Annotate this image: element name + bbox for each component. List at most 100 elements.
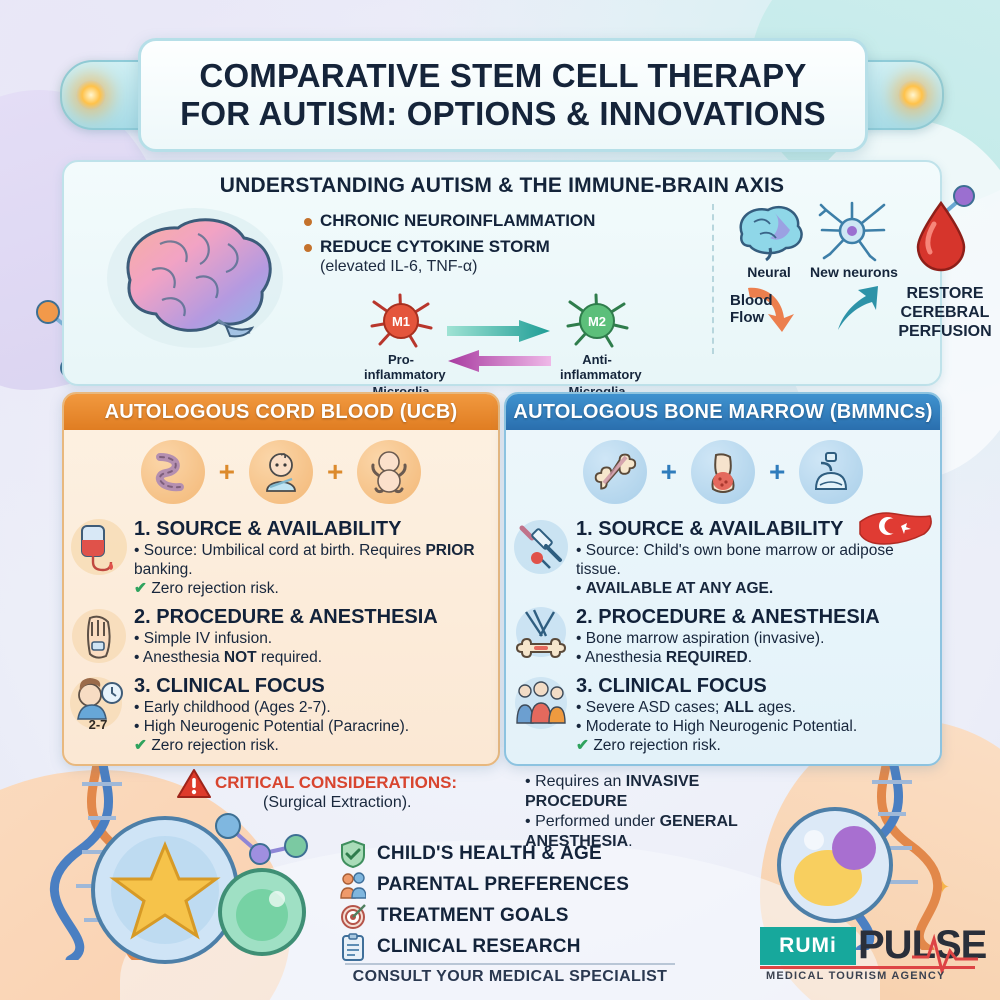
target-icon [341,903,366,929]
glow-dot-icon [76,80,106,110]
turkey-flag-icon [859,512,932,545]
bmmnc-section-3-line-1: • Severe ASD cases; ALL ages. [576,699,796,716]
ucb-section-3-line-2: • High Neurogenic Potential (Paracrine). [134,718,410,735]
warning-triangle-icon [177,769,211,798]
microglia-m2: M2 Anti-inflammatory Microglia [560,292,642,399]
svg-text:M1: M1 [392,314,410,329]
footer-divider [345,963,675,965]
immune-bullets: CHRONIC NEUROINFLAMMATION REDUCE CYTOKIN… [304,210,634,280]
arrow-left-icon [448,349,551,372]
bullet-item: REDUCE CYTOKINE STORM (elevated IL-6, TN… [304,236,634,276]
column-header-ucb: AUTOLOGOUS CORD BLOOD (UCB) [64,394,498,430]
neural-label: Neural [747,264,791,280]
ucb-section-1-line-1: • Source: Umbilical cord at birth. Requi… [134,542,475,578]
plus-icon: + [327,456,344,487]
page-title-line1: COMPARATIVE STEM CELL THERAPY [199,57,807,94]
page-title-line2: FOR AUTISM: OPTIONS & INNOVATIONS [180,95,826,132]
microglia-m1-icon: M1 [370,293,433,348]
neural-brain-icon [739,205,803,262]
logo-mark-text: RUMi [779,934,837,957]
check-icon: ✔ [134,737,147,754]
title-card: COMPARATIVE STEM CELL THERAPY FOR AUTISM… [138,38,868,152]
regeneration-group: Neural New neurons Blood [724,200,1000,370]
factor-label: CHILD'S HEALTH & AGE [377,842,602,864]
bullet-dot-icon [304,218,312,226]
blood-flow-up-arrow-icon [838,286,878,330]
plus-icon: + [218,456,235,487]
blood-flow-label: Blood Flow [730,292,773,326]
ucb-section-2-line-1: • Simple IV infusion. [134,630,273,647]
column-ucb: AUTOLOGOUS CORD BLOOD (UCB) + + [62,392,500,766]
logo-underline [760,966,975,969]
svg-text:M2: M2 [588,314,606,329]
iv-infusion-hand-icon [72,609,126,663]
column-header-bmmnc: AUTOLOGOUS BONE MARROW (BMMNCs) [506,394,940,430]
pulse-line-icon [912,933,978,975]
critical-title: CRITICAL CONSIDERATIONS: [215,773,458,792]
bmmnc-section-3-line-2: • Moderate to High Neurogenic Potential. [576,718,858,735]
bone-icon [582,440,647,504]
ucb-section-3-heading: 3. CLINICAL FOCUS [134,675,325,697]
arrow-right-icon [447,319,550,342]
child-clock-2-7-icon: 2-7 [70,677,123,732]
ucb-section-2: 2. PROCEDURE & ANESTHESIA • Simple IV in… [64,604,498,669]
ucb-section-1-line-2: ✔ Zero rejection risk. [134,580,279,597]
shield-check-icon [341,839,365,868]
clipboard-icon [342,932,364,961]
bmmnc-section-1-heading: 1. SOURCE & AVAILABILITY [576,518,844,540]
bmmnc-section-2-line-2: • Anesthesia REQUIRED. [576,649,753,666]
bullet-subtext: (elevated IL-6, TNF-α) [320,258,478,275]
bmmnc-icon-row: + + [506,430,940,514]
anesthesia-mask-icon [799,440,864,504]
microglia-m2-caption-1: Anti-inflammatory [560,352,642,382]
critical-subtitle: (Surgical Extraction). [263,794,412,811]
neuron-icon [818,201,886,262]
brand-logo[interactable]: RUMi PULSE MEDICAL TOURISM AGENCY [760,923,990,987]
logo-mark: RUMi [760,927,856,965]
footer-consult-text: CONSULT YOUR MEDICAL SPECIALIST [352,968,668,985]
bmmnc-section-3: 3. CLINICAL FOCUS • Severe ASD cases; AL… [506,673,940,757]
green-cell-icon [218,868,306,956]
blood-drop-icon [916,200,966,272]
umbilical-cord-icon [140,440,205,504]
check-icon: ✔ [576,737,589,754]
bmmnc-section-1: 1. SOURCE & AVAILABILITY • Source: Child… [506,516,940,600]
ucb-section-1-heading: 1. SOURCE & AVAILABILITY [134,518,402,540]
ucb-section-2-heading: 2. PROCEDURE & ANESTHESIA [134,606,438,628]
critical-right-line-2: • Performed under GENERAL ANESTHESIA. [525,813,738,850]
immune-brain-axis-panel: UNDERSTANDING AUTISM & THE IMMUNE-BRAIN … [62,160,992,399]
factor-parental-preferences: PARENTAL PREFERENCES [340,869,680,900]
section-heading-immune-brain: UNDERSTANDING AUTISM & THE IMMUNE-BRAIN … [219,174,785,197]
microglia-polarization-row: M1 Pro-inflammatory Microglia [364,292,724,399]
ucb-section-1: 1. SOURCE & AVAILABILITY • Source: Umbil… [64,516,498,600]
microglia-m2-icon: M2 [566,293,629,348]
new-neurons-label: New neurons [810,264,898,280]
marrow-icon [691,440,755,504]
polarization-arrows [444,319,554,373]
bmmnc-section-1-line-2: • AVAILABLE AT ANY AGE. [576,580,774,597]
bmmnc-section-3-line-3: ✔ Zero rejection risk. [576,737,721,754]
stem-cell-star-icon [91,816,239,964]
parents-icon [340,871,366,899]
critical-right-line-1: • Requires an INVASIVE PROCEDURE [525,773,700,810]
syringe-icon [514,520,568,574]
vertical-divider [712,204,714,354]
critical-right: • Requires an INVASIVE PROCEDURE • Perfo… [525,772,795,852]
bmmnc-section-2: 2. PROCEDURE & ANESTHESIA • Bone marrow … [506,604,940,669]
age-badge: 2-7 [89,717,108,732]
bullet-dot-icon [304,244,312,252]
factor-label: TREATMENT GOALS [377,904,569,926]
microglia-m1: M1 Pro-inflammatory Microglia [364,292,446,399]
column-bmmnc: AUTOLOGOUS BONE MARROW (BMMNCs) + + [504,392,942,766]
factor-child-health: CHILD'S HEALTH & AGE [340,838,680,869]
factor-clinical-research: CLINICAL RESEARCH [340,931,680,962]
bullet-item: CHRONIC NEUROINFLAMMATION [304,210,634,232]
stem-cell-icon [777,807,893,923]
ucb-section-3: 2-7 3. CLINICAL FOCUS • Early childhood … [64,673,498,757]
family-group-icon [515,677,567,729]
check-icon: ✔ [134,580,147,597]
bmmnc-section-3-heading: 3. CLINICAL FOCUS [576,675,767,697]
surgical-tools-bone-icon [515,607,567,659]
glow-dot-icon [898,80,928,110]
